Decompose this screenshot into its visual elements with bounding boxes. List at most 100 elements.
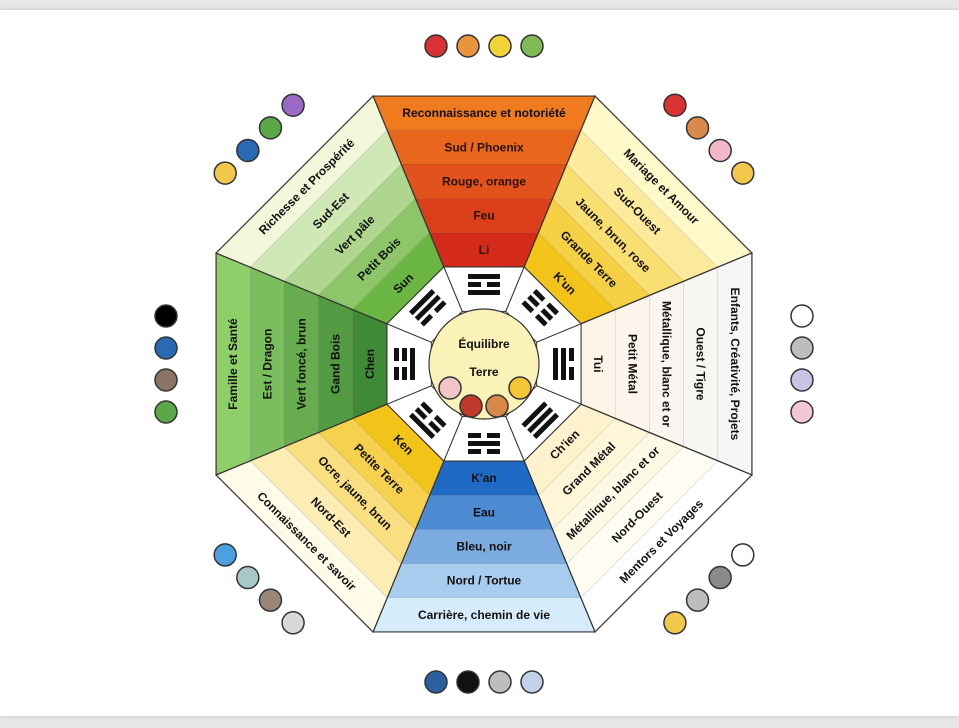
trigram-northeast xyxy=(386,385,463,462)
center-color-dot xyxy=(459,394,483,418)
sector-label: Nord / Tortue xyxy=(447,574,522,588)
center-label-equilibre: Équilibre xyxy=(458,336,510,351)
trigram-yang-line xyxy=(553,348,558,380)
color-dots-south xyxy=(424,34,544,58)
trigram-yang-line xyxy=(527,407,554,434)
trigram-yang-line xyxy=(532,412,559,439)
sector-label: Rouge, orange xyxy=(442,175,526,189)
color-dot xyxy=(258,116,283,140)
color-dot xyxy=(424,34,448,58)
sector-label: Chen xyxy=(363,349,377,379)
sector-label: Petit Métal xyxy=(625,334,639,394)
sector-label: Sud / Phoenix xyxy=(444,140,524,154)
trigram-yin-line xyxy=(527,294,540,308)
color-dot xyxy=(488,670,512,694)
trigram-yin-line xyxy=(540,308,554,321)
color-dot xyxy=(456,670,480,694)
trigram-yin-line xyxy=(433,300,447,314)
color-dot xyxy=(520,670,544,694)
color-dot xyxy=(685,588,710,612)
color-dot xyxy=(154,368,178,392)
trigram-yin-line xyxy=(487,282,500,287)
color-dots-northwest xyxy=(663,543,755,635)
inner-ring xyxy=(386,266,582,462)
sector-label: Bleu, noir xyxy=(456,539,512,553)
sector-label: Gand Bois xyxy=(329,334,343,394)
color-dot xyxy=(731,543,755,567)
color-dot xyxy=(258,588,283,612)
color-dots-southwest xyxy=(663,93,755,185)
trigram-yin-line xyxy=(402,367,407,380)
trigram-yang-line xyxy=(414,294,441,321)
trigram-yin-line xyxy=(402,348,407,361)
color-dot xyxy=(488,34,512,58)
sector-label: Vert foncé, brun xyxy=(295,318,309,409)
trigram-yin-line xyxy=(433,414,447,428)
sector-label: Eau xyxy=(473,505,495,519)
color-dot xyxy=(456,34,480,58)
sector-label: Carrière, chemin de vie xyxy=(418,608,550,622)
trigram-yang-line xyxy=(468,274,500,279)
trigram-yin-line xyxy=(428,420,441,434)
trigram-north xyxy=(443,416,525,462)
color-dot xyxy=(731,161,755,185)
sector-label: Feu xyxy=(473,209,494,223)
trigram-yin-line xyxy=(532,289,546,302)
center-color-dot xyxy=(438,376,462,400)
trigram-yang-line xyxy=(468,290,500,295)
color-dots-east xyxy=(154,304,178,424)
color-dot xyxy=(154,400,178,424)
center-label-terre: Terre xyxy=(469,365,498,379)
trigram-symbol xyxy=(409,401,447,439)
color-dot xyxy=(663,611,687,635)
color-dot xyxy=(790,368,814,392)
color-dots-north xyxy=(424,670,544,694)
sector-label: K'an xyxy=(471,471,497,485)
color-dot xyxy=(790,336,814,360)
center-color-dot xyxy=(485,394,509,418)
trigram-yin-line xyxy=(569,348,574,361)
trigram-yang-line xyxy=(409,412,436,439)
trigram-yin-line xyxy=(521,300,535,314)
sector-north: Carrière, chemin de vie Nord / Tortue Bleu… xyxy=(372,460,596,633)
color-dot xyxy=(663,93,687,117)
trigram-yin-line xyxy=(534,313,548,327)
color-dot xyxy=(424,670,448,694)
sector-label: Ouest / Tigre xyxy=(694,327,708,400)
trigram-yang-line xyxy=(561,348,566,380)
trigram-yang-line xyxy=(410,348,415,380)
trigram-yang-line xyxy=(409,289,436,316)
sector-label: Tui xyxy=(591,355,605,372)
trigram-symbol xyxy=(394,348,415,380)
trigram-symbol xyxy=(468,433,500,454)
trigram-yin-line xyxy=(487,433,500,438)
trigram-symbol xyxy=(409,289,447,327)
sector-label: Est / Dragon xyxy=(260,329,274,400)
trigram-yin-line xyxy=(546,302,559,316)
color-dot xyxy=(790,304,814,328)
color-dot xyxy=(520,34,544,58)
trigram-southwest xyxy=(505,266,582,343)
trigram-yin-line xyxy=(420,401,434,415)
trigram-yin-line xyxy=(468,282,481,287)
sector-west: Enfants, Créativité, Projets Ouest / Tigr… xyxy=(580,252,753,476)
color-dots-layer xyxy=(154,34,814,694)
color-dots-west xyxy=(790,304,814,424)
trigram-cell xyxy=(386,266,463,343)
sector-label: Li xyxy=(479,243,490,257)
color-dot xyxy=(281,93,305,117)
sector-label: Famille et Santé xyxy=(226,318,240,410)
sector-label: Enfants, Créativité, Projets xyxy=(728,288,742,441)
color-dot xyxy=(213,543,237,567)
color-dot xyxy=(708,138,732,163)
center-circle: Équilibre Terre xyxy=(428,308,540,420)
trigram-yin-line xyxy=(569,367,574,380)
trigram-symbol xyxy=(468,274,500,295)
color-dot xyxy=(685,116,710,140)
trigram-yin-line xyxy=(394,348,399,361)
color-dot xyxy=(154,336,178,360)
color-dot xyxy=(154,304,178,328)
color-dot xyxy=(281,611,305,635)
trigram-yin-line xyxy=(420,313,434,327)
